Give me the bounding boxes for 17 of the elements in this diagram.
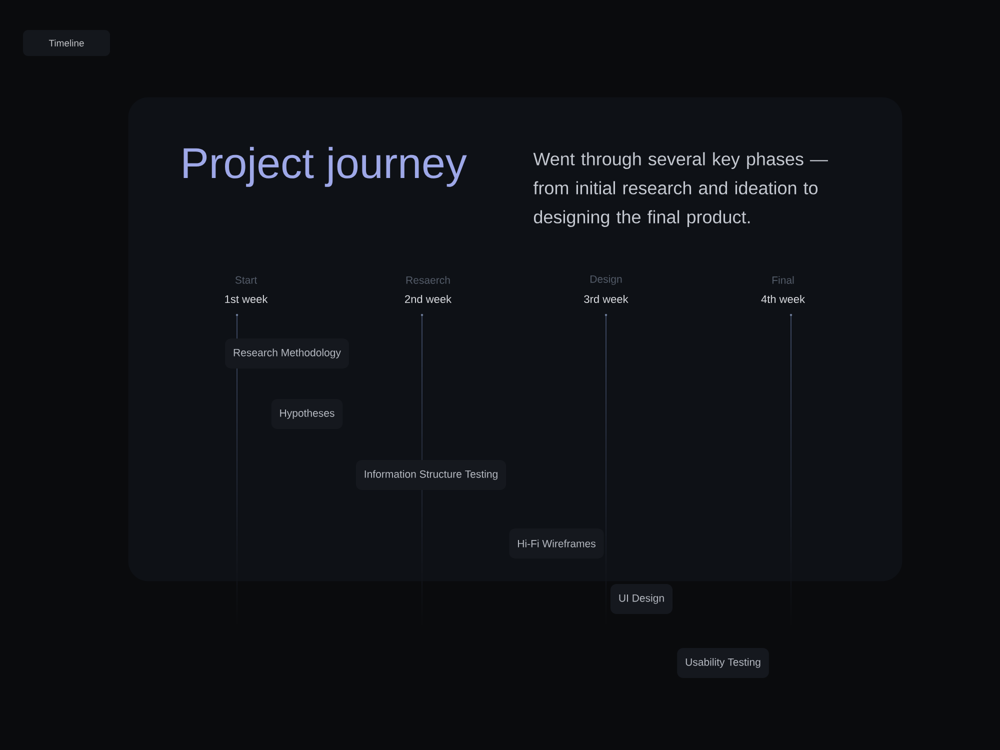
phase-label: Start: [235, 276, 258, 284]
tag: Timeline: [23, 30, 110, 56]
task-box: Hypotheses: [271, 399, 343, 429]
task-box: UI Design: [610, 584, 673, 614]
heading: Project journey: [184, 146, 467, 187]
task-box: Usability Testing: [677, 648, 769, 678]
phase-label: Resaerch: [406, 276, 450, 284]
week-label: 1st week: [225, 294, 268, 304]
description: Went through several key phases — from initial research and ideation to designing the final product.: [533, 152, 828, 227]
task-box: Hi-Fi Wireframes: [509, 528, 604, 558]
phase-label: Design: [590, 275, 622, 285]
phase-label: Final: [772, 276, 794, 284]
task-box: Research Methodology: [225, 338, 349, 368]
week-label: 2nd week: [405, 294, 452, 304]
week-label: 4th week: [761, 294, 806, 304]
task-box: Information Structure Testing: [356, 460, 506, 490]
week-label: 3rd week: [584, 294, 628, 304]
